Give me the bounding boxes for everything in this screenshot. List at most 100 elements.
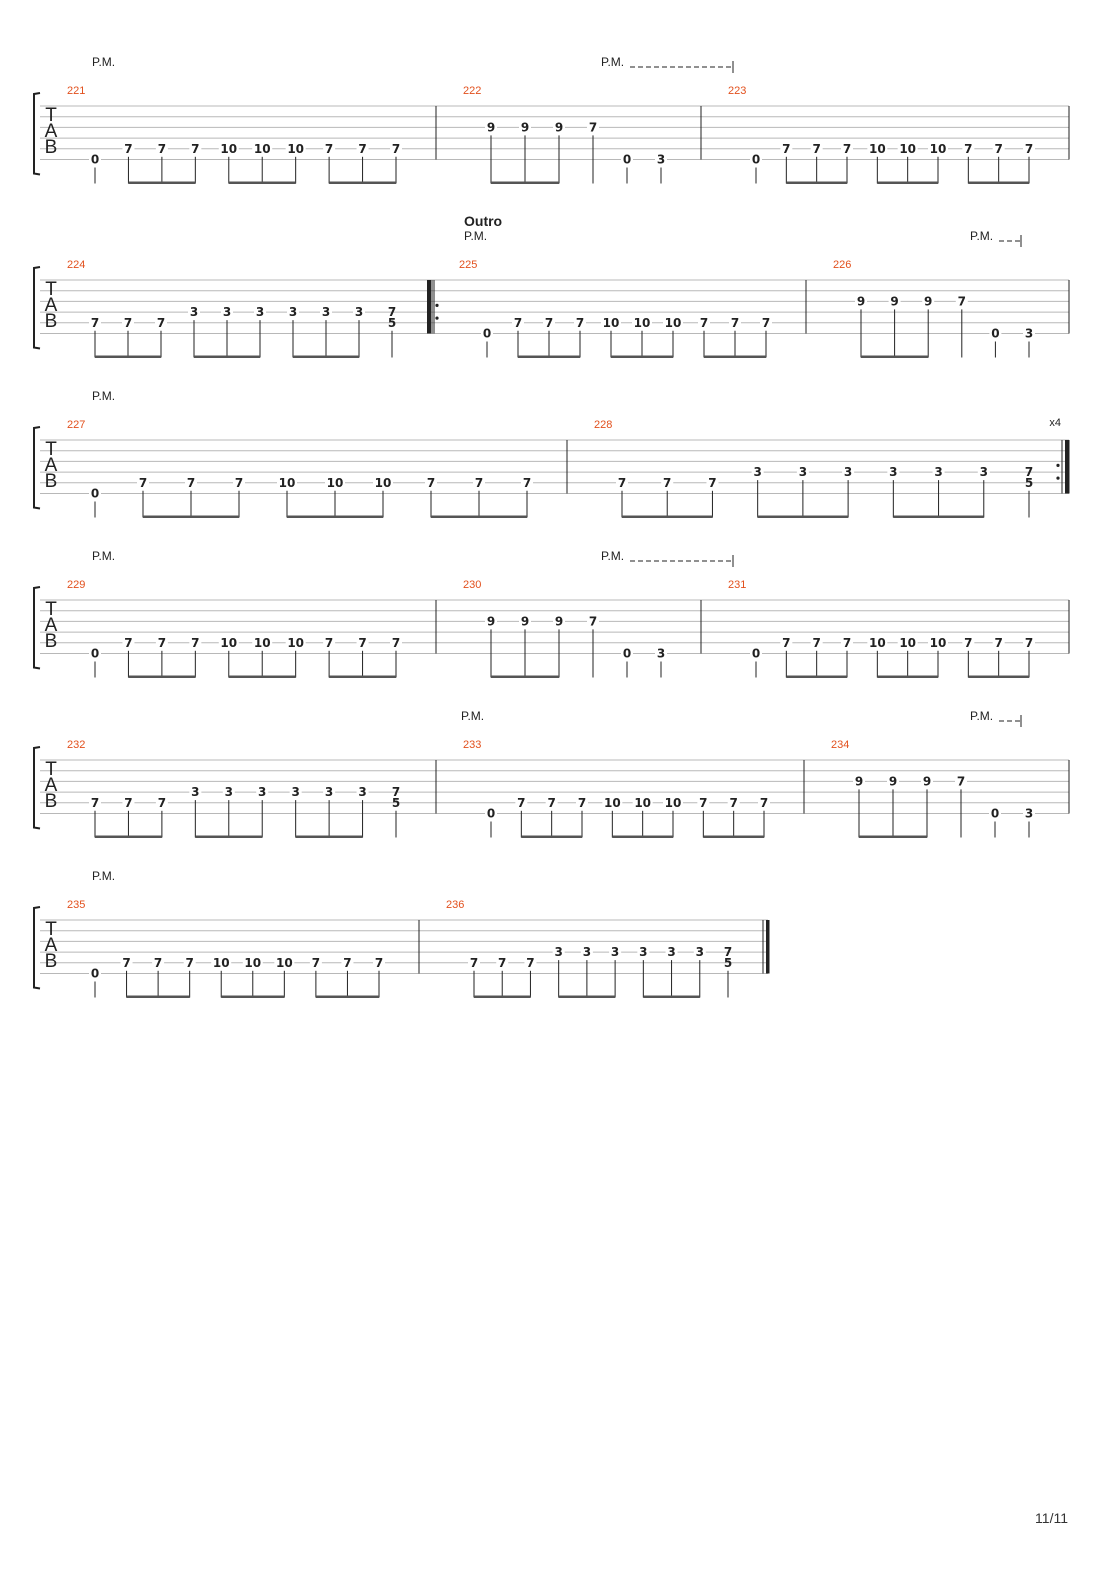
fret-backing: [780, 142, 793, 155]
fret-backing: [521, 476, 533, 489]
fret-backing: [897, 636, 918, 649]
fret-backing: [545, 796, 558, 809]
fret-backing: [254, 306, 266, 319]
fret-number: 3: [889, 465, 897, 479]
fret-backing: [155, 316, 167, 329]
beam: [195, 835, 263, 838]
fret-backing: [928, 636, 948, 649]
fret-number: 10: [375, 476, 392, 490]
fret-backing: [485, 807, 497, 820]
fret-backing: [137, 476, 149, 489]
fret-number: 7: [392, 636, 400, 650]
fret-backing: [373, 476, 393, 489]
fret-backing: [655, 647, 667, 660]
fret-backing: [356, 786, 369, 799]
fret-number: 7: [700, 316, 708, 330]
measure-number: 229: [67, 579, 85, 591]
fret-backing: [323, 636, 336, 649]
fret-number: 3: [639, 945, 647, 959]
fret-number: 10: [254, 636, 271, 650]
tab-clef-letter: A: [45, 295, 58, 316]
fret-backing: [553, 121, 565, 134]
measure-number: 235: [67, 899, 85, 911]
fret-number: 10: [287, 636, 304, 650]
fret-backing: [287, 306, 299, 319]
fret-backing: [252, 142, 273, 155]
fret-backing: [897, 142, 918, 155]
fret-backing: [552, 946, 565, 959]
fret-number: 7: [523, 476, 531, 490]
fret-number: 3: [844, 465, 852, 479]
fret-number: 9: [855, 774, 863, 788]
fret-number: 0: [623, 647, 631, 661]
fret-number: 9: [555, 120, 563, 134]
fret-number: 7: [358, 636, 366, 650]
fret-backing: [750, 647, 762, 660]
fret-backing: [218, 142, 239, 155]
beam: [703, 835, 764, 838]
repeat-dot: [435, 303, 439, 307]
fret-number: 9: [487, 614, 495, 628]
fret-number: 3: [258, 785, 266, 799]
fret-number: 7: [782, 142, 790, 156]
fret-backing: [496, 956, 509, 969]
fret-backing: [218, 636, 239, 649]
fret-backing: [390, 636, 402, 649]
fret-backing: [855, 295, 867, 308]
final-thick-bar: [766, 920, 770, 974]
fret-number: 3: [657, 647, 665, 661]
section-label: Outro: [464, 213, 502, 229]
fret-backing: [621, 647, 633, 660]
fret-backing: [663, 316, 683, 329]
beam: [968, 675, 1029, 678]
fret-number: 3: [980, 465, 988, 479]
fret-number: 5: [388, 316, 396, 330]
fret-number: 7: [235, 476, 243, 490]
tab-clef-letter: A: [45, 775, 58, 796]
fret-number: 7: [589, 614, 597, 628]
fret-backing: [320, 306, 332, 319]
fret-backing: [750, 153, 762, 166]
fret-backing: [155, 796, 168, 809]
fret-number: 7: [1025, 142, 1033, 156]
beam: [859, 835, 927, 838]
fret-number: 10: [604, 796, 621, 810]
fret-backing: [189, 142, 202, 155]
palm-mute-label: P.M.: [601, 549, 624, 563]
tab-clef-letter: A: [45, 455, 58, 476]
fret-number: 7: [158, 636, 166, 650]
fret-backing: [992, 636, 1005, 649]
measure-number: 233: [463, 739, 481, 751]
fret-number: 3: [291, 785, 299, 799]
fret-backing: [760, 316, 772, 329]
measure-number: 225: [459, 259, 477, 271]
repeat-end-thick-bar: [1065, 440, 1069, 494]
fret-number: 10: [213, 956, 230, 970]
fret-backing: [515, 796, 528, 809]
fret-backing: [922, 295, 935, 308]
beam: [757, 515, 849, 518]
fret-backing: [1023, 327, 1035, 340]
fret-number: 7: [994, 636, 1002, 650]
fret-number: 7: [843, 636, 851, 650]
fret-number: 0: [991, 807, 999, 821]
beam: [558, 995, 616, 998]
measure-number: 231: [728, 579, 746, 591]
beam: [128, 675, 196, 678]
fret-number: 7: [358, 142, 366, 156]
fret-number: 7: [589, 120, 597, 134]
fret-backing: [473, 476, 485, 489]
beam: [704, 355, 766, 358]
measure-number: 224: [67, 259, 85, 271]
system-bracket: [33, 746, 41, 830]
fret-backing: [580, 946, 593, 959]
fret-number: 3: [225, 785, 233, 799]
tab-clef-letter: T: [45, 279, 57, 300]
fret-number: 9: [923, 774, 931, 788]
fret-number: 0: [483, 327, 491, 341]
fret-backing: [574, 316, 586, 329]
fret-backing: [888, 295, 901, 308]
palm-mute-label: P.M.: [970, 229, 993, 243]
palm-mute-label: P.M.: [92, 389, 115, 403]
fret-number: 7: [124, 142, 132, 156]
